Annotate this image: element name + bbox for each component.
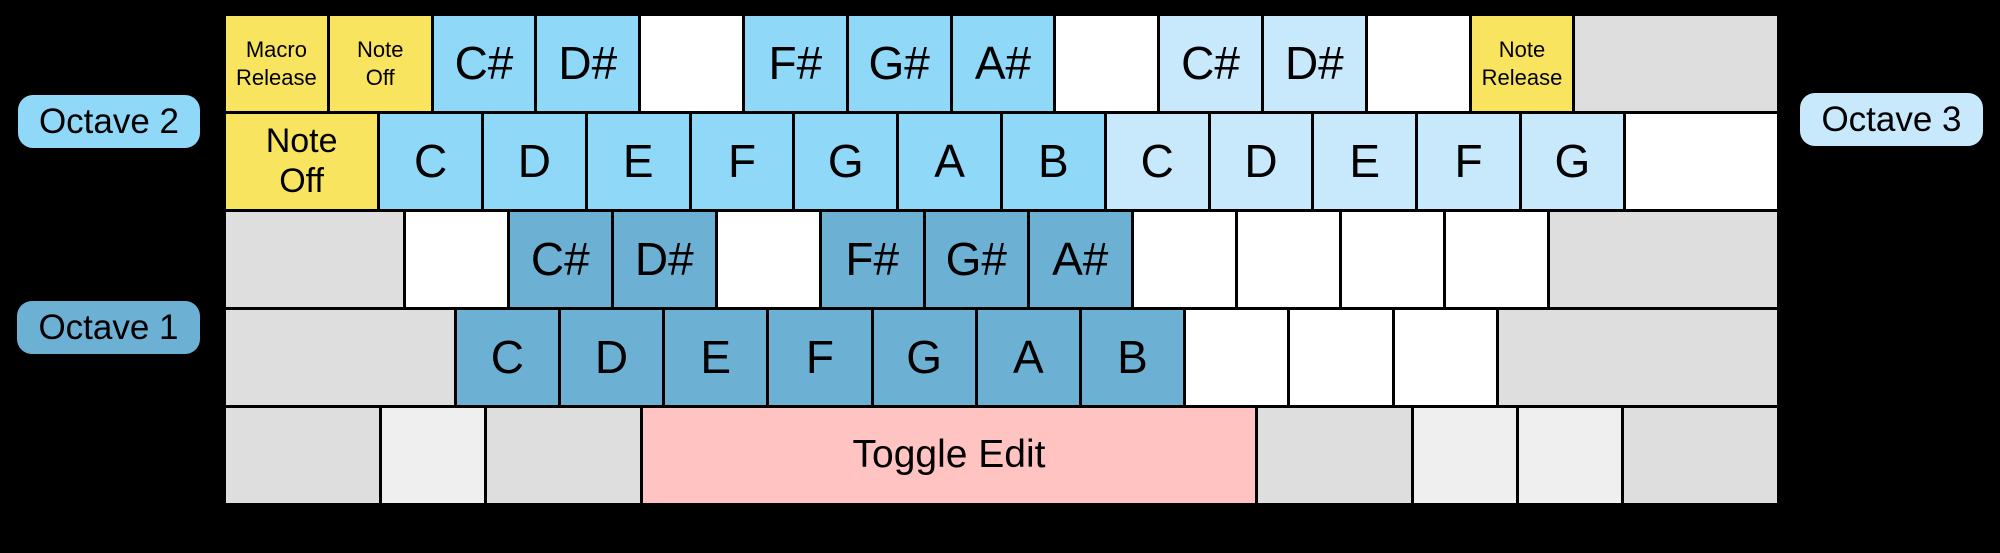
key-blank: [717, 212, 819, 307]
key-blank: [1625, 114, 1777, 209]
key-note-off-tab: Note Off: [226, 114, 378, 209]
key-unused-gray: [487, 408, 640, 503]
key-unused-gray: [226, 408, 379, 503]
key-fsharp-oct1: F#: [821, 212, 923, 307]
key-csharp-oct2: C#: [433, 16, 535, 111]
key-unused-gray: [1258, 408, 1411, 503]
key-macro-release: Macro Release: [226, 16, 327, 111]
key-dsharp-oct1: D#: [613, 212, 715, 307]
key-note-release: Note Release: [1471, 16, 1573, 111]
key-blank: [1341, 212, 1443, 307]
key-d-oct3: D: [1210, 114, 1312, 209]
key-unused-gray: [1575, 16, 1777, 111]
key-blank: [641, 16, 742, 111]
key-csharp-oct1: C#: [509, 212, 611, 307]
key-c-oct2: C: [380, 114, 481, 209]
octave-3-badge: Octave 3: [1800, 93, 1983, 146]
key-d-oct2: D: [484, 114, 585, 209]
key-c-oct3: C: [1106, 114, 1208, 209]
key-asharp-oct2: A#: [952, 16, 1054, 111]
key-fsharp-oct2: F#: [744, 16, 846, 111]
key-gsharp-oct1: G#: [925, 212, 1027, 307]
key-gsharp-oct2: G#: [848, 16, 950, 111]
key-a-oct1: A: [977, 310, 1079, 405]
key-dsharp-oct2: D#: [537, 16, 639, 111]
octave-2-badge: Octave 2: [18, 95, 200, 148]
key-f-oct3: F: [1418, 114, 1519, 209]
key-g-oct2: G: [795, 114, 897, 209]
key-unused-gray: [1549, 212, 1777, 307]
key-d-oct1: D: [560, 310, 663, 405]
octave-1-badge: Octave 1: [17, 301, 200, 354]
key-blank: [1237, 212, 1339, 307]
key-unused-gray: [1624, 408, 1777, 503]
key-blank: [1290, 310, 1392, 405]
key-csharp-oct3: C#: [1160, 16, 1261, 111]
key-b-oct1: B: [1081, 310, 1184, 405]
key-blank: [1394, 310, 1496, 405]
key-a-oct2: A: [899, 114, 1000, 209]
key-blank: [1367, 16, 1469, 111]
key-e-oct2: E: [587, 114, 689, 209]
key-unused-gray: [1498, 310, 1778, 405]
key-blank: [1445, 212, 1547, 307]
key-blank: [1133, 212, 1235, 307]
keyboard-row-3: C#D# F#G#A#: [226, 212, 1777, 307]
key-unused-gray: [226, 212, 403, 307]
key-note-off-top: Note Off: [329, 16, 431, 111]
key-asharp-oct1: A#: [1029, 212, 1131, 307]
key-b-oct2: B: [1002, 114, 1104, 209]
key-f-oct2: F: [691, 114, 793, 209]
key-blank: [1186, 310, 1288, 405]
keyboard-row-5: Toggle Edit: [226, 408, 1777, 503]
key-unused-lightgray: [1519, 408, 1621, 503]
key-e-oct1: E: [665, 310, 767, 405]
key-f-oct1: F: [769, 310, 871, 405]
key-g-oct3: G: [1521, 114, 1623, 209]
key-unused-lightgray: [1414, 408, 1516, 503]
key-blank: [405, 212, 507, 307]
key-dsharp-oct3: D#: [1263, 16, 1365, 111]
key-c-oct1: C: [456, 310, 558, 405]
key-toggle-edit-space: Toggle Edit: [643, 408, 1255, 503]
key-e-oct3: E: [1314, 114, 1416, 209]
key-g-oct1: G: [873, 310, 975, 405]
key-unused-lightgray: [382, 408, 484, 503]
key-blank: [1056, 16, 1158, 111]
key-unused-gray: [226, 310, 454, 405]
